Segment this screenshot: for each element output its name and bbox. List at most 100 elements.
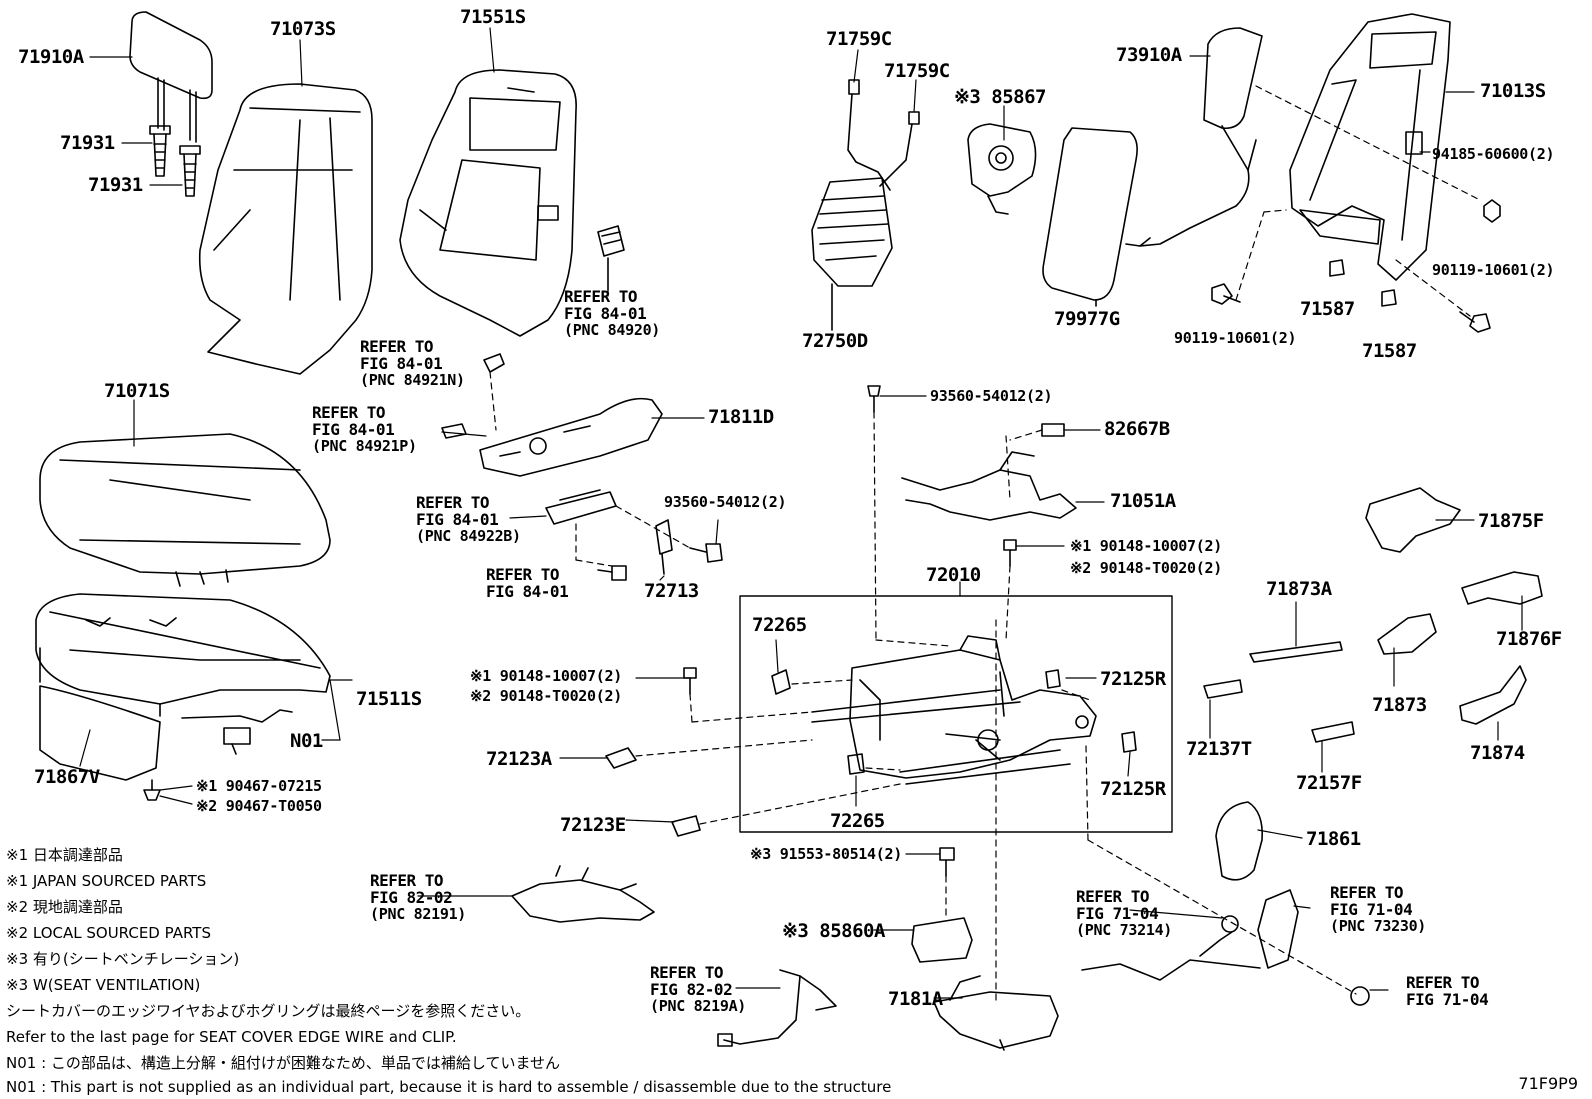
- note-japan-sourced-jp: ※1 日本調達部品: [6, 846, 123, 864]
- ventilation-module-drawing: [911, 917, 1059, 1051]
- part-label-72265: 72265: [830, 810, 885, 832]
- part-label-71759C: 71759C: [884, 60, 950, 82]
- connector-drawing: [597, 225, 625, 291]
- part-label-85867: ※3 85867: [954, 86, 1047, 108]
- part-label-71874: 71874: [1470, 742, 1525, 764]
- fasteners-top-right-drawing: [1211, 199, 1501, 333]
- part-label-90148-10007: ※1 90148-10007(2): [1070, 537, 1222, 555]
- bolts-drawing: [597, 385, 1017, 877]
- side-shield-drawing: [479, 397, 663, 477]
- part-label-71073S: 71073S: [270, 18, 336, 40]
- headrest-drawing: [129, 11, 213, 143]
- front-cover-drawing: [39, 685, 161, 781]
- side-airbag-drawing: [1125, 27, 1263, 247]
- note-n01-jp: N01 : この部品は、構造上分解・組付けが困難なため、単品では補給していません: [6, 1054, 561, 1072]
- cushion-cover-drawing: [39, 433, 331, 587]
- part-label-72125R: 72125R: [1100, 778, 1166, 800]
- note-local-sourced-en: ※2 LOCAL SOURCED PARTS: [6, 924, 211, 942]
- part-label-71931: 71931: [88, 174, 143, 196]
- seatback-frame-drawing: [1289, 13, 1451, 281]
- seat-adjuster-drawing: [811, 635, 1097, 785]
- covers-right-drawing: [1203, 487, 1543, 743]
- part-label-91553-80514: ※3 91553-80514(2): [750, 845, 902, 863]
- part-label-71861: 71861: [1306, 828, 1361, 850]
- part-label-71013S: 71013S: [1480, 80, 1546, 102]
- part-label-72125R: 72125R: [1100, 668, 1166, 690]
- round-cover-drawing: [1215, 801, 1264, 881]
- part-label-71811D: 71811D: [708, 406, 774, 428]
- seat-adjuster-box: [739, 595, 1173, 833]
- bracket-drawing: [655, 519, 673, 575]
- heater-harness-drawing: [181, 709, 293, 755]
- part-label-72123A: 72123A: [486, 748, 552, 770]
- figure-code: 71F9P9: [1518, 1074, 1578, 1093]
- note-edge-wire-en: Refer to the last page for SEAT COVER ED…: [6, 1028, 457, 1046]
- part-label-72750D: 72750D: [802, 330, 868, 352]
- dashed-lines: [489, 85, 1481, 1001]
- buckle-drawing: [1081, 889, 1370, 1006]
- part-label-93560-54012: 93560-54012(2): [664, 493, 787, 511]
- part-label-71587: 71587: [1300, 298, 1355, 320]
- part-label-71511S: 71511S: [356, 688, 422, 710]
- part-label-71051A: 71051A: [1110, 490, 1176, 512]
- headrest-guides-drawing: [149, 125, 201, 197]
- note-japan-sourced-en: ※1 JAPAN SOURCED PARTS: [6, 872, 207, 890]
- part-label-72010: 72010: [926, 564, 981, 586]
- part-label-72713: 72713: [644, 580, 699, 602]
- part-label-71875F: 71875F: [1478, 510, 1544, 532]
- lumbar-support-drawing: [811, 79, 920, 331]
- part-label-72157F: 72157F: [1296, 772, 1362, 794]
- note-local-sourced-jp: ※2 現地調達部品: [6, 898, 123, 916]
- part-label-90148-T0020: ※2 90148-T0020(2): [1070, 559, 1222, 577]
- part-label-71759C: 71759C: [826, 28, 892, 50]
- part-label-71873A: 71873A: [1266, 578, 1332, 600]
- part-label-71551S: 71551S: [460, 6, 526, 28]
- part-label-71867V: 71867V: [34, 766, 100, 788]
- seatback-sub-pad-drawing: [1042, 127, 1138, 307]
- part-label-72265: 72265: [752, 614, 807, 636]
- part-label-73910A: 73910A: [1116, 44, 1182, 66]
- part-label-71876F: 71876F: [1496, 628, 1562, 650]
- part-label-90119-10601: 90119-10601(2): [1174, 329, 1297, 347]
- main-harness-drawing: [511, 865, 655, 923]
- part-label-79977G: 79977G: [1054, 308, 1120, 330]
- part-label-90467-07215: ※1 90467-07215: [196, 777, 322, 795]
- cushion-harness-drawing: [901, 423, 1077, 521]
- part-label-72137T: 72137T: [1186, 738, 1252, 760]
- part-label-90467-T0050: ※2 90467-T0050: [196, 797, 322, 815]
- clip-drawing: [143, 779, 161, 801]
- part-label-72123E: 72123E: [560, 814, 626, 836]
- part-label-90148-10007: ※1 90148-10007(2): [470, 667, 622, 685]
- part-label-N01: N01: [290, 730, 323, 752]
- part-label-71931: 71931: [60, 132, 115, 154]
- part-label-90148-T0020: ※2 90148-T0020(2): [470, 687, 622, 705]
- part-label-7181A: 7181A: [888, 988, 943, 1010]
- part-label-71587: 71587: [1362, 340, 1417, 362]
- adjuster-small-parts-drawing: [605, 669, 1137, 837]
- leader-lines: [79, 27, 1523, 999]
- part-label-71071S: 71071S: [104, 380, 170, 402]
- part-label-71873: 71873: [1372, 694, 1427, 716]
- seatback-cover-drawing: [198, 83, 373, 375]
- cushion-pad-drawing: [35, 593, 331, 717]
- part-label-93560-54012: 93560-54012(2): [930, 387, 1053, 405]
- seatback-pad-drawing: [399, 69, 577, 337]
- part-label-94185-60600: 94185-60600(2): [1432, 145, 1555, 163]
- part-label-90119-10601: 90119-10601(2): [1432, 261, 1555, 279]
- note-edge-wire-jp: シートカバーのエッジワイヤおよびホグリングは最終ページを参照ください。: [6, 1002, 531, 1020]
- part-label-85860A: ※3 85860A: [782, 920, 885, 942]
- sub-harness-drawing: [717, 969, 837, 1047]
- note-seat-ventilation-jp: ※3 有り(シートベンチレーション): [6, 950, 240, 968]
